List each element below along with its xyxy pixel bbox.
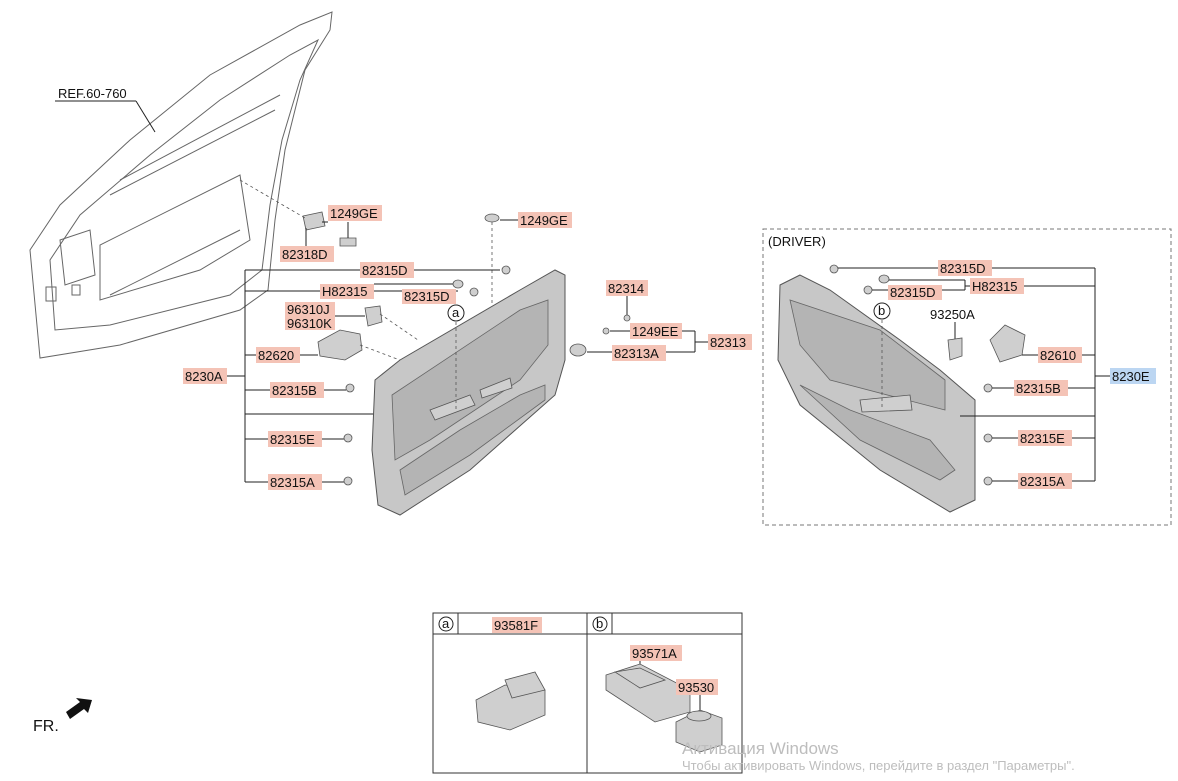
- part-82315D-right-mid[interactable]: 82315D: [890, 285, 936, 300]
- part-H82315-right[interactable]: H82315: [972, 279, 1018, 294]
- part-82315E-right[interactable]: 82315E: [1020, 431, 1065, 446]
- part-82315D-left-top[interactable]: 82315D: [362, 263, 408, 278]
- table-circle-a: a: [442, 616, 450, 631]
- ref-label[interactable]: REF.60-760: [58, 86, 127, 101]
- part-93571A[interactable]: 93571A: [632, 646, 677, 661]
- circle-b-marker: b: [878, 303, 885, 318]
- part-8230E[interactable]: 8230E: [1112, 369, 1150, 384]
- table-circle-b: b: [596, 616, 603, 631]
- part-82315A-left[interactable]: 82315A: [270, 475, 315, 490]
- bracket-82318D-drawing: [302, 211, 326, 231]
- part-82315E-left[interactable]: 82315E: [270, 432, 315, 447]
- driver-section-box: [762, 228, 1172, 526]
- door-trim-panel-right: [777, 274, 976, 513]
- bolt-1249GE-drawing: [339, 237, 357, 247]
- front-direction-label: FR.: [33, 718, 59, 735]
- part-96310K[interactable]: 96310K: [287, 316, 332, 331]
- detail-table: [432, 612, 743, 774]
- part-82315D-left-mid[interactable]: 82315D: [404, 289, 450, 304]
- windows-activation-watermark: Активация Windows Чтобы активировать Win…: [682, 740, 1162, 774]
- part-1249EE[interactable]: 1249EE: [632, 324, 679, 339]
- part-82315A-right[interactable]: 82315A: [1020, 474, 1065, 489]
- part-96310J[interactable]: 96310J: [287, 302, 330, 317]
- watermark-title: Активация Windows: [682, 739, 839, 758]
- switch-93581F-drawing: [475, 671, 546, 731]
- door-frame-drawing: [29, 11, 333, 359]
- front-arrow-icon: [66, 698, 92, 719]
- part-82318D[interactable]: 82318D: [282, 247, 328, 262]
- handle-82610-drawing: [989, 324, 1026, 363]
- part-H82315-left[interactable]: H82315: [322, 284, 368, 299]
- part-82315B-right[interactable]: 82315B: [1016, 381, 1061, 396]
- part-82315B-left[interactable]: 82315B: [272, 383, 317, 398]
- part-8230A[interactable]: 8230A: [185, 369, 223, 384]
- speaker-96310-drawing: [364, 305, 383, 327]
- part-82620[interactable]: 82620: [258, 348, 294, 363]
- part-82313[interactable]: 82313: [710, 335, 746, 350]
- switch-93530-drawing: [675, 709, 723, 753]
- circle-a-marker: a: [452, 305, 460, 320]
- part-82313A[interactable]: 82313A: [614, 346, 659, 361]
- part-1249GE-upper[interactable]: 1249GE: [330, 206, 378, 221]
- switch-93571A-drawing: [605, 663, 691, 723]
- part-93530[interactable]: 93530: [678, 680, 714, 695]
- driver-label: (DRIVER): [768, 234, 826, 249]
- clip-1249GE-drawing: [484, 213, 500, 223]
- part-1249GE-middle[interactable]: 1249GE: [520, 213, 568, 228]
- watermark-message: Чтобы активировать Windows, перейдите в …: [682, 758, 1075, 773]
- sensor-93250A-drawing: [947, 337, 963, 361]
- handle-82620-drawing: [317, 329, 363, 361]
- part-82314[interactable]: 82314: [608, 281, 644, 296]
- part-82610[interactable]: 82610: [1040, 348, 1076, 363]
- part-93581F[interactable]: 93581F: [494, 618, 538, 633]
- part-93250A[interactable]: 93250A: [930, 307, 975, 322]
- part-82315D-right-top[interactable]: 82315D: [940, 261, 986, 276]
- door-trim-panel-left: [371, 269, 566, 516]
